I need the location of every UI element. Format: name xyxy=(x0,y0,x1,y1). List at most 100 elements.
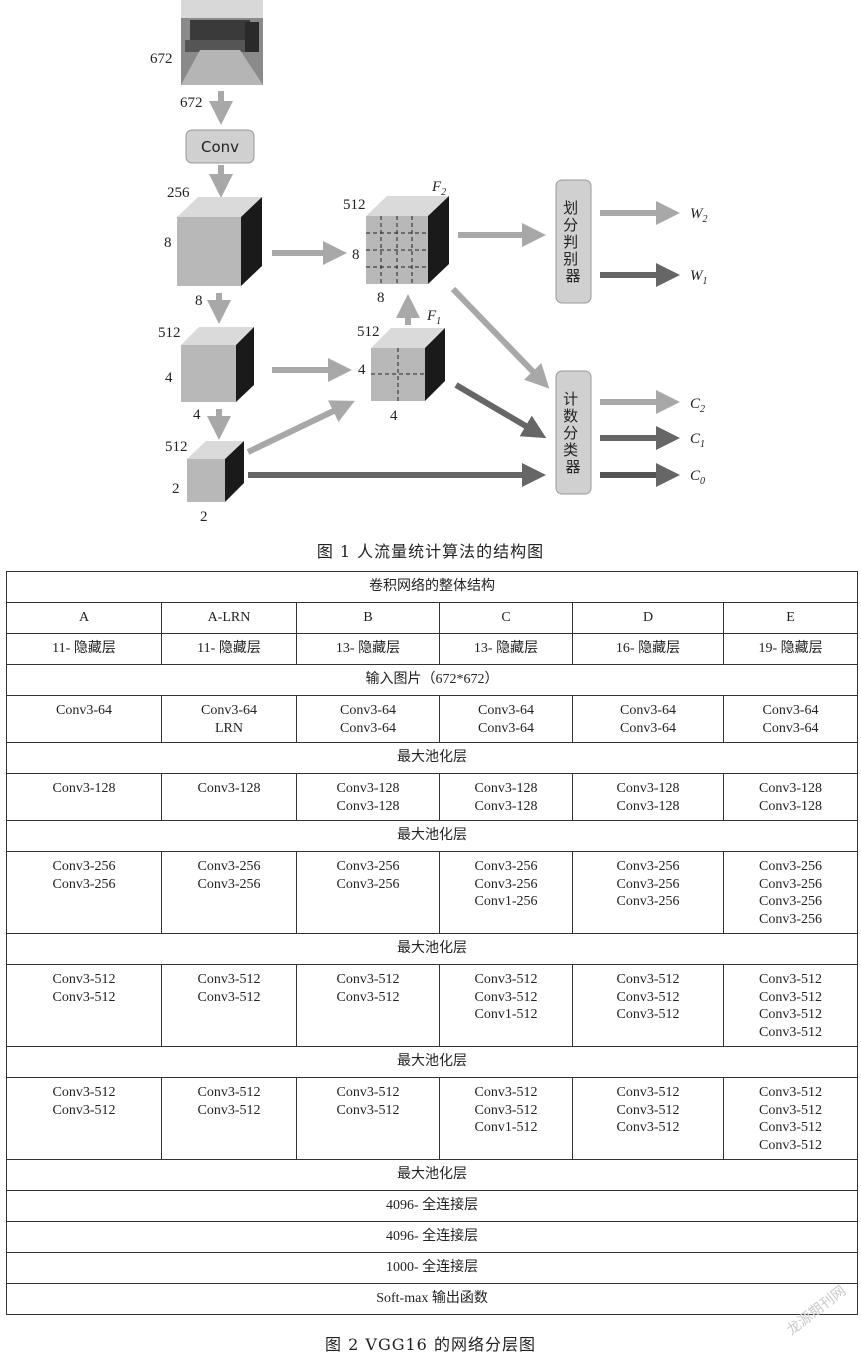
input-photo xyxy=(181,0,263,85)
layer-entry: Conv3-256 xyxy=(336,859,400,874)
f1-channels: 512 xyxy=(357,324,380,340)
f2-width: 8 xyxy=(377,290,385,306)
arrow-cube3-f1 xyxy=(246,400,355,455)
layer-entry: Conv3-128 xyxy=(759,781,823,796)
column-header-row-cell: A xyxy=(6,602,162,634)
pool-row: 最大池化层 xyxy=(5,1159,859,1191)
layer-entry: Conv3-512 xyxy=(52,972,116,987)
pool-row: 最大池化层 xyxy=(5,742,859,774)
layer-entry: Conv3-512 xyxy=(197,1085,261,1100)
f2-label: F2 xyxy=(431,179,446,198)
input-height-label: 672 xyxy=(150,51,173,67)
f2-channels: 512 xyxy=(343,197,366,213)
depth-row-cell: 16- 隐藏层 xyxy=(572,633,724,665)
classifier-label: 计 数 分 类 器 xyxy=(563,390,583,476)
cube-256 xyxy=(177,197,262,286)
layer-entry: Conv3-512 xyxy=(759,972,823,987)
layer-entry: Conv3-512 xyxy=(336,989,400,1005)
layer-cell: Conv3-128 xyxy=(6,773,162,821)
arrow-f2-classifier xyxy=(450,286,550,389)
layer-entry: Conv1-512 xyxy=(474,1007,538,1022)
layer-entry: Conv3-512 xyxy=(616,1085,680,1100)
cube1-height: 8 xyxy=(164,235,172,251)
fc-row: 4096- 全连接层 xyxy=(5,1190,859,1222)
layer-entry: Conv3-512 xyxy=(336,1102,400,1118)
layer-entry: Conv3-256 xyxy=(197,859,261,874)
layer-entry: Conv3-128 xyxy=(616,781,680,796)
layer-entry: Conv3-256 xyxy=(197,876,261,892)
layer-entry: Conv3-512 xyxy=(52,989,116,1005)
cube3-width: 2 xyxy=(200,509,208,525)
fc-row: 1000- 全连接层 xyxy=(5,1252,859,1284)
softmax-row-cell: Soft-max 输出函数 xyxy=(5,1283,859,1315)
layer-entry: Conv3-64 xyxy=(56,703,112,718)
layer-entry: Conv3-512 xyxy=(616,989,680,1005)
layer-entry: Conv3-512 xyxy=(759,1085,823,1100)
output-w1: W1 xyxy=(690,268,708,287)
layer-entry: Conv3-256 xyxy=(474,876,538,892)
layer-entry: Conv3-256 xyxy=(759,911,823,927)
column-header-row-cell: C xyxy=(439,602,573,634)
layer-entry: Conv3-256 xyxy=(52,859,116,874)
discriminator-label: 划 分 判 别 器 xyxy=(563,199,583,285)
layer-entry: Conv3-512 xyxy=(616,1102,680,1118)
layer-entry: Conv3-128 xyxy=(336,781,400,796)
layer-entry: Conv3-512 xyxy=(616,972,680,987)
fc-row-cell: 4096- 全连接层 xyxy=(5,1190,859,1222)
output-c2: C2 xyxy=(690,396,705,415)
layer-entry: Conv3-512 xyxy=(197,989,261,1005)
fc-row-cell: 1000- 全连接层 xyxy=(5,1252,859,1284)
column-header-row-cell: D xyxy=(572,602,724,634)
cube-512-b xyxy=(187,441,244,502)
pool-row: 最大池化层 xyxy=(5,820,859,852)
layer-entry: Conv3-512 xyxy=(474,972,538,987)
layer-entry: Conv3-512 xyxy=(197,972,261,987)
layer-entry: Conv3-512 xyxy=(759,1024,823,1040)
pool-row: 最大池化层 xyxy=(5,1046,859,1078)
pool-row-cell: 最大池化层 xyxy=(5,1159,859,1191)
column-header-row-cell: A-LRN xyxy=(161,602,297,634)
classifier-box xyxy=(555,370,592,495)
figure-1-caption: 图 1 人流量统计算法的结构图 xyxy=(316,542,545,561)
layer-entry: Conv3-128 xyxy=(759,798,823,814)
f1-label: F1 xyxy=(426,308,441,327)
cube1-channels: 256 xyxy=(167,185,190,201)
layer-entry: Conv3-256 xyxy=(616,876,680,892)
layer-entry: Conv3-64 xyxy=(201,703,257,718)
layer-entry: Conv3-512 xyxy=(474,1085,538,1100)
output-c1: C1 xyxy=(690,431,705,450)
layer-entry: Conv3-64 xyxy=(620,703,676,718)
arrow-f1-classifier xyxy=(454,382,547,439)
conv-box xyxy=(185,129,255,164)
f1-width: 4 xyxy=(390,408,398,424)
figure-1-diagram: 672 672 Conv 256 8 8 512 4 4 512 2 2 xyxy=(150,0,708,525)
layer-entry: Conv3-256 xyxy=(474,859,538,874)
layer-entry: Conv1-256 xyxy=(474,894,538,909)
conv-label: Conv xyxy=(201,138,239,156)
layer-entry: LRN xyxy=(215,720,243,736)
discriminator-box xyxy=(555,179,592,304)
output-c0: C0 xyxy=(690,468,705,487)
layer-entry: Conv3-512 xyxy=(616,1120,680,1135)
layer-entry: Conv3-128 xyxy=(336,798,400,814)
